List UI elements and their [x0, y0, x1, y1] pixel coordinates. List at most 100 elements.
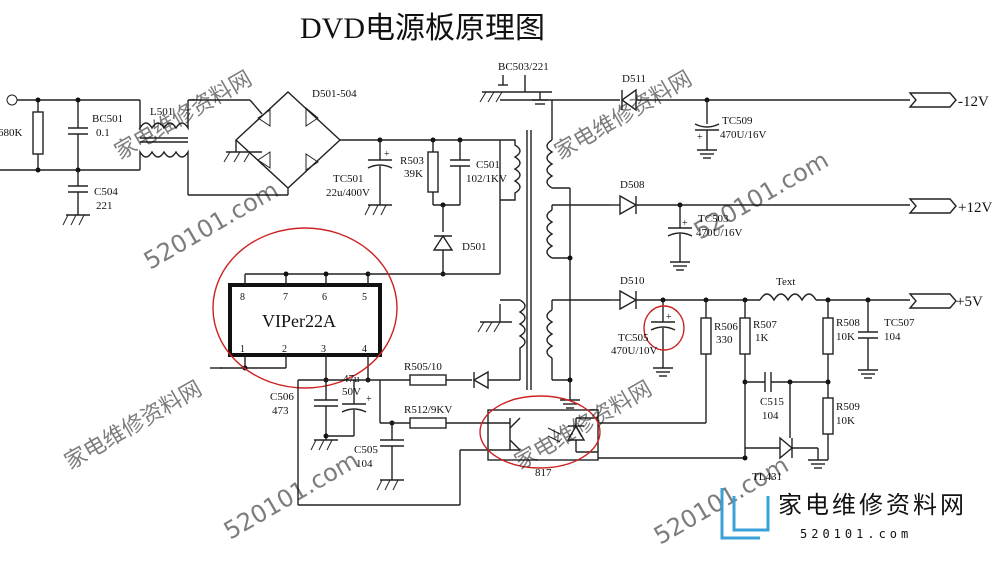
label-tc509a-value: 470U/16V	[720, 129, 767, 141]
diagram-title: DVD电源板原理图	[300, 12, 545, 45]
label-bc501: BC501	[92, 113, 123, 125]
transformer: BC503/221	[477, 61, 610, 409]
label-r503-value: 39K	[404, 168, 423, 180]
diode-d501	[432, 234, 454, 251]
label-c504: C504	[94, 186, 118, 198]
label-bc503: BC503/221	[498, 61, 549, 73]
label-d508: D508	[620, 179, 645, 191]
terminal-plus12v	[908, 198, 957, 214]
diode-d508	[619, 194, 638, 216]
label-r509: R509	[836, 401, 860, 413]
label-c506: C506	[270, 391, 294, 403]
label-plus12v: +12V	[958, 200, 992, 216]
svg-text:2: 2	[282, 344, 287, 355]
label-c515-value: 104	[762, 410, 779, 422]
label-c506-value: 473	[272, 405, 289, 417]
label-d501: D501	[462, 241, 486, 253]
snubber-section: + TC501 22u/400V R503 39K C501 102/1KV D…	[326, 137, 507, 277]
label-50v: 50V	[342, 386, 361, 398]
ac-input-terminal	[6, 94, 18, 106]
label-minus12v: -12V	[958, 94, 989, 110]
svg-text:7: 7	[283, 292, 288, 303]
ic-body	[228, 283, 382, 357]
label-text-inductor: Text	[776, 276, 795, 288]
resistor-r508	[822, 317, 834, 355]
logo-text-cn: 家电维修资料网	[778, 491, 967, 519]
label-tc501: TC501	[333, 173, 364, 185]
svg-text:+: +	[682, 218, 688, 229]
label-c501: C501	[476, 159, 500, 171]
label-tc503: TC503	[698, 213, 729, 225]
label-bc501-value: 0.1	[96, 127, 110, 139]
opto-body	[487, 409, 599, 461]
svg-text:5: 5	[362, 292, 367, 303]
label-c504-value: 221	[96, 200, 113, 212]
svg-text:4: 4	[362, 344, 367, 355]
label-r506-value: 330	[716, 334, 733, 346]
label-r512: R512/9KV	[404, 404, 452, 416]
resistor-r512	[409, 417, 447, 429]
optocoupler-817: 817	[479, 395, 748, 479]
site-logo: 家电维修资料网 520101.com	[720, 488, 967, 541]
resistor-r506	[700, 317, 712, 355]
label-47u: 47u	[343, 373, 360, 385]
resistor-r505	[409, 374, 447, 386]
svg-text:8: 8	[240, 292, 245, 303]
watermark-cn-3: 家电维修资料网	[61, 377, 207, 476]
svg-text:3: 3	[321, 344, 326, 355]
label-tc505-value: 470U/10V	[611, 345, 658, 357]
terminal-minus12v	[908, 92, 957, 108]
label-680k: 680K	[0, 127, 23, 139]
label-r508-value: 10K	[836, 331, 855, 343]
inductor-l501-top	[139, 100, 189, 131]
label-c505-value: 104	[356, 458, 373, 470]
label-r507: R507	[753, 319, 777, 331]
label-r505: R505/10	[404, 361, 442, 373]
resistor-r507	[739, 317, 751, 355]
viper22a-ic: VIPer22A 8 7 6 5 1 2 3 4	[210, 227, 443, 389]
svg-text:6: 6	[322, 292, 327, 303]
output-plus12v: D508 + TC503 470U/16V +12V	[610, 179, 992, 271]
output-plus5v: D510 + TC505 470U/10V R506 330 R507 1K T…	[610, 275, 983, 483]
label-tc505: TC505	[618, 332, 649, 344]
label-l501: L501	[150, 106, 173, 118]
svg-text:+: +	[697, 132, 703, 143]
diode-aux	[472, 370, 489, 390]
svg-text:+: +	[384, 149, 390, 160]
label-tc503-value: 470U/16V	[696, 227, 743, 239]
label-817: 817	[535, 467, 552, 479]
label-c501-value: 102/1KV	[466, 173, 507, 185]
label-r508: R508	[836, 317, 860, 329]
label-c515: C515	[760, 396, 784, 408]
label-r507-value: 1K	[755, 332, 769, 344]
output-minus12v: D511 + TC509 470U/16V -12V	[600, 73, 989, 159]
diode-d510	[619, 289, 638, 311]
label-tc507: TC507	[884, 317, 915, 329]
resistor-r503	[427, 151, 439, 193]
logo-text-domain: 520101.com	[800, 527, 912, 541]
resistor-r509	[822, 397, 834, 435]
highlight-circle-tc505	[643, 305, 685, 351]
label-plus5v: +5V	[956, 294, 983, 310]
watermark-layer: 家电维修资料网 520101.com 家电维修资料网 520101.com 家电…	[61, 67, 834, 551]
svg-text:+: +	[666, 312, 672, 323]
inductor-text	[759, 293, 817, 302]
watermark-site-2: 520101.com	[689, 146, 833, 246]
bridge-rectifier: D501-504	[223, 88, 380, 195]
watermark-site-3: 520101.com	[219, 446, 363, 546]
label-d501-504: D501-504	[312, 88, 357, 100]
highlight-circle-opto	[479, 395, 601, 469]
svg-text:+: +	[366, 394, 372, 405]
label-r503: R503	[400, 155, 424, 167]
input-section: 680K BC501 0.1 C504 221 L501	[0, 94, 288, 226]
svg-text:1: 1	[240, 344, 245, 355]
highlight-circle-ic	[212, 227, 398, 389]
terminal-plus5v	[908, 293, 957, 309]
label-d511: D511	[622, 73, 646, 85]
label-tc509a: TC509	[722, 115, 753, 127]
label-r506: R506	[714, 321, 738, 333]
resistor-680k	[32, 111, 44, 155]
label-d510: D510	[620, 275, 645, 287]
